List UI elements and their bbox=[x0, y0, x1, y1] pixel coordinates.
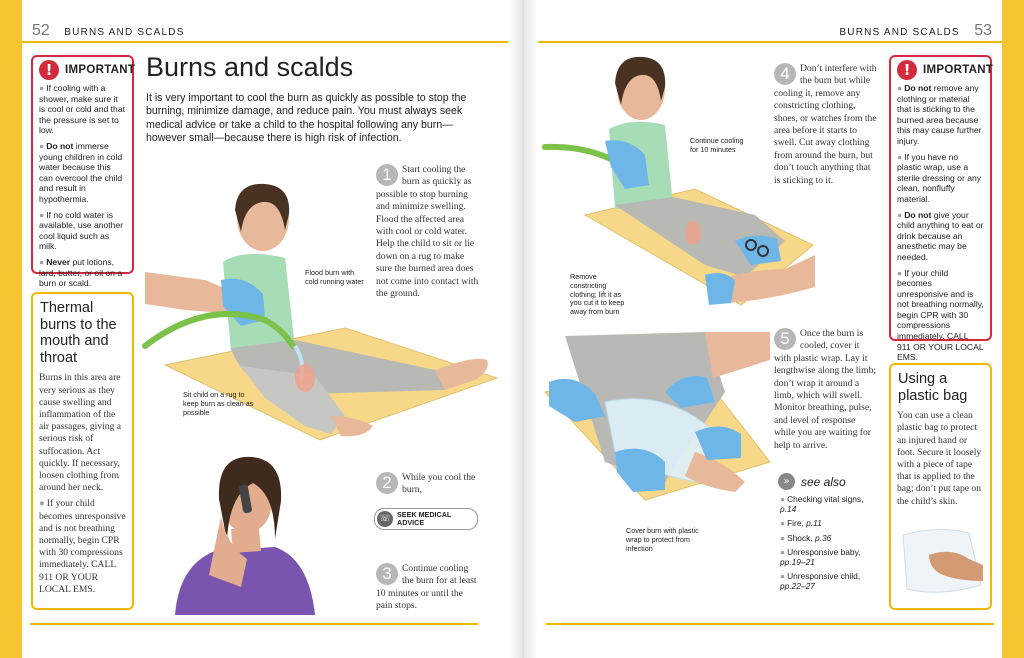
glove bbox=[665, 375, 715, 408]
child-foot bbox=[685, 452, 745, 492]
see-also-item[interactable]: ●Checking vital signs,p.14 bbox=[780, 494, 864, 515]
burn-area bbox=[685, 221, 701, 245]
step-number: 1 bbox=[376, 164, 398, 186]
scissors-icon bbox=[745, 239, 757, 251]
important-item: ●If you have no plastic wrap, use a ster… bbox=[897, 151, 982, 204]
glove bbox=[549, 378, 605, 422]
plastic-bag-box: Using a plastic bag You can use a clean … bbox=[889, 363, 992, 610]
label-continue: Continue cooling for 10 minutes bbox=[690, 136, 744, 154]
important-header: ! IMPORTANT bbox=[891, 57, 994, 83]
illustration-phone-call bbox=[175, 456, 315, 615]
page-edge-right bbox=[1002, 0, 1024, 658]
page-number: 53 bbox=[974, 22, 992, 39]
burn-area bbox=[295, 364, 315, 392]
important-item: ●If cooling with a shower, make sure it … bbox=[39, 83, 125, 136]
footer-rule-left bbox=[30, 623, 478, 625]
illustration-cooling-burn bbox=[142, 183, 499, 441]
glove bbox=[695, 426, 741, 460]
phone-icon bbox=[239, 484, 252, 514]
important-box-right: ! IMPORTANT ●Do not remove any clothing … bbox=[889, 55, 994, 362]
thermal-title: Thermal burns to the mouth and throat bbox=[40, 300, 117, 366]
child-foot bbox=[435, 358, 488, 390]
glove bbox=[605, 140, 649, 189]
child-hair bbox=[235, 183, 290, 232]
step-number: 5 bbox=[774, 328, 796, 350]
important-header: ! IMPORTANT bbox=[33, 57, 136, 83]
see-also-item[interactable]: ●Unresponsive child,pp.22–27 bbox=[780, 571, 861, 592]
page-number: 52 bbox=[32, 22, 50, 39]
exclamation-icon: ! bbox=[897, 60, 917, 80]
important-item: ●Do not immerse young children in cold w… bbox=[39, 140, 123, 204]
page-edge-left bbox=[0, 0, 22, 658]
double-chevron-icon: » bbox=[778, 473, 795, 490]
woman-arm bbox=[209, 517, 247, 587]
exclamation-icon: ! bbox=[39, 60, 59, 80]
important-item: ●Never put lotions, lard, butter, or oil… bbox=[39, 256, 123, 289]
label-constrict: Remove constricting clothing; lift it as… bbox=[570, 272, 625, 317]
scissors-icon bbox=[757, 245, 769, 257]
plastic-bag-title: Using a plastic bag bbox=[898, 371, 968, 404]
intro-text: It is very important to cool the burn as… bbox=[146, 92, 467, 145]
see-also-item[interactable]: ●Fire, p.11 bbox=[780, 518, 822, 529]
important-item: ●Do not remove any clothing or material … bbox=[897, 83, 982, 146]
running-title: BURNS AND SCALDS bbox=[64, 27, 185, 38]
step-number: 3 bbox=[376, 563, 398, 585]
see-also-panel: » see also ●Checking vital signs,p.14 ●F… bbox=[778, 473, 878, 596]
child-leg bbox=[241, 366, 345, 434]
important-item: ●Do not give your child anything to eat … bbox=[897, 209, 984, 262]
child-foot bbox=[331, 416, 373, 437]
important-title: IMPORTANT bbox=[65, 64, 136, 76]
header-rule-left bbox=[22, 41, 508, 43]
see-also-header: » see also bbox=[778, 473, 878, 490]
label-cover: Cover burn with plastic wrap to protect … bbox=[626, 526, 699, 553]
illustration-plastic-wrap bbox=[544, 332, 771, 501]
folio-left: 52 BURNS AND SCALDS bbox=[32, 22, 185, 40]
folio-right: BURNS AND SCALDS 53 bbox=[839, 22, 992, 40]
important-item: ●If no cold water is available, use anot… bbox=[39, 209, 124, 252]
woman-hair bbox=[218, 456, 282, 541]
glove bbox=[705, 273, 735, 305]
glove bbox=[615, 448, 665, 492]
important-box-left: ! IMPORTANT ●If cooling with a shower, m… bbox=[31, 55, 136, 288]
see-also-item[interactable]: ●Unresponsive baby,pp.19–21 bbox=[780, 546, 861, 568]
plastic-bag-body: You can use a clean plastic bag to prote… bbox=[897, 410, 982, 507]
step-number: 4 bbox=[774, 63, 796, 85]
important-item: ●If your child becomes unresponsive and … bbox=[897, 267, 984, 363]
running-title: BURNS AND SCALDS bbox=[839, 27, 960, 38]
label-flood: Flood burn with cold running water bbox=[305, 268, 364, 286]
illustration-remove-clothing bbox=[542, 56, 815, 306]
child-hair bbox=[615, 56, 666, 105]
label-rug: Sit child on a rug to keep burn as clean… bbox=[183, 390, 254, 417]
page-title: Burns and scalds bbox=[146, 52, 354, 82]
adult-arm bbox=[705, 332, 770, 378]
hand-shape bbox=[929, 551, 983, 581]
plastic-bag-image bbox=[902, 528, 983, 593]
header-rule-right bbox=[538, 41, 1002, 43]
footer-rule-right bbox=[546, 623, 994, 625]
shirt-purple bbox=[175, 547, 315, 615]
hose bbox=[142, 311, 296, 349]
see-also-item[interactable]: ●Shock, p.36 bbox=[780, 532, 832, 543]
thermal-body: Burns in this area are very serious as t… bbox=[39, 372, 122, 494]
woman-neck bbox=[231, 529, 261, 553]
adult-arm bbox=[145, 272, 243, 314]
book-gutter bbox=[508, 0, 538, 658]
step-number: 2 bbox=[376, 472, 398, 494]
thermal-bullet: ●If your child becomes unresponsive and … bbox=[39, 498, 126, 595]
phone-icon: ☏ bbox=[377, 511, 393, 527]
important-title: IMPORTANT bbox=[923, 64, 994, 76]
see-also-title: see also bbox=[801, 474, 846, 489]
thermal-burns-box: Thermal burns to the mouth and throat Bu… bbox=[31, 292, 134, 610]
